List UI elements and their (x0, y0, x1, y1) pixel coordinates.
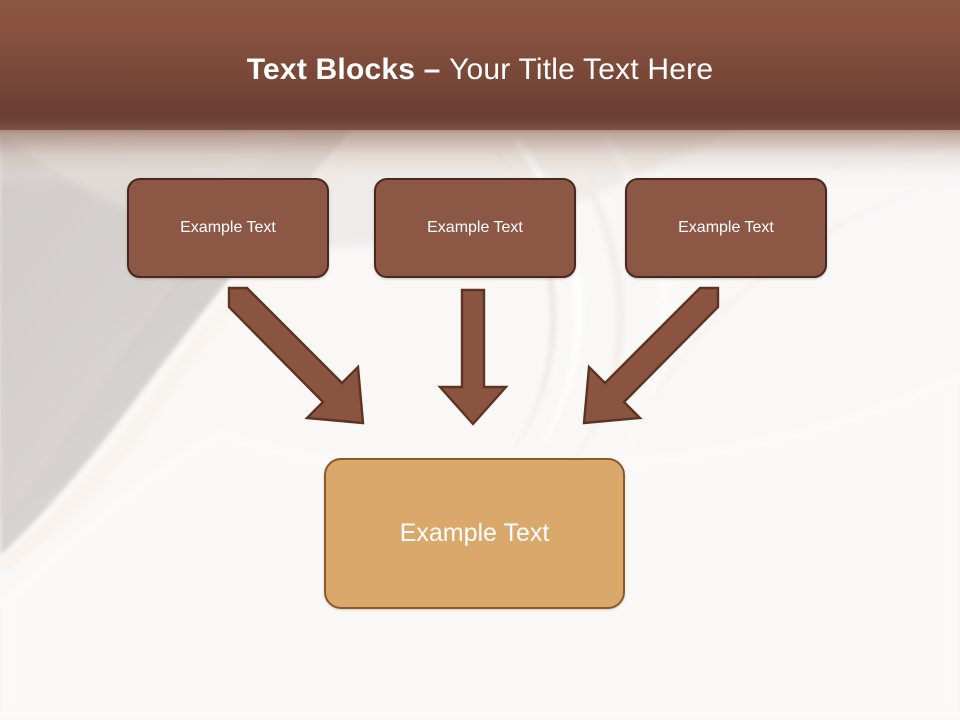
page-title-bold: Text Blocks – (246, 53, 450, 86)
text-block-1-label: Example Text (180, 219, 276, 236)
title-band (0, 0, 960, 130)
text-block-3-label: Example Text (678, 219, 774, 236)
text-block-2[interactable]: Example Text (374, 178, 576, 278)
text-block-result[interactable]: Example Text (324, 458, 625, 609)
text-block-3[interactable]: Example Text (625, 178, 827, 278)
arrow-middle-vertical (437, 288, 509, 426)
text-block-2-label: Example Text (427, 219, 523, 236)
text-block-result-label: Example Text (399, 519, 550, 547)
arrow-right-diagonal (582, 286, 720, 425)
arrow-left-diagonal (227, 286, 365, 425)
text-block-1[interactable]: Example Text (127, 178, 329, 278)
page-title-light: Your Title Text Here (449, 53, 714, 86)
page-title: Text Blocks – Your Title Text Here (0, 52, 960, 88)
